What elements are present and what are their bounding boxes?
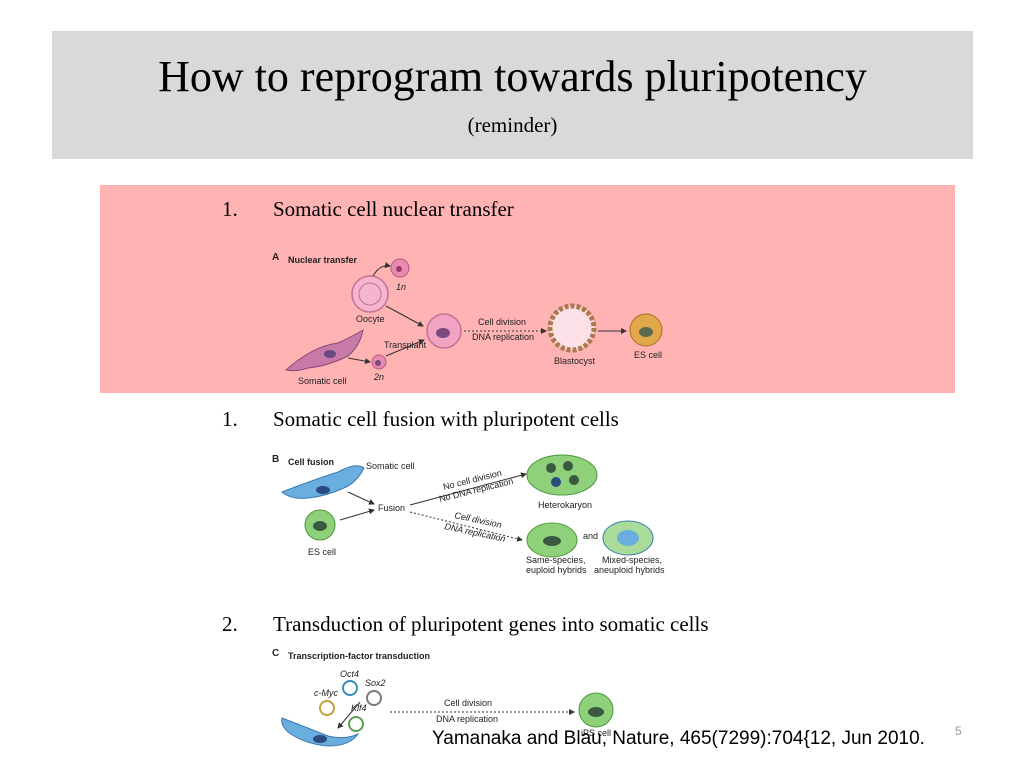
label-cell-division: Cell division (478, 317, 526, 327)
nucleus-icon (313, 521, 327, 531)
heterokaryon-cell (526, 454, 598, 496)
nuclear-transfer-figure: A Nuclear transfer 1n Oocyte Transplant … (272, 252, 663, 386)
plasmid-icon (348, 716, 364, 732)
label-dna-replication: DNA replication (436, 714, 498, 724)
label-heterokaryon: Heterokaryon (538, 500, 592, 510)
label-somatic-cell: Somatic cell (298, 376, 347, 386)
label-dna-replication: DNA replication (472, 332, 534, 342)
nucleus-icon (563, 461, 573, 471)
nucleus-icon (375, 360, 381, 366)
title-bar (52, 31, 973, 159)
somatic-cell (281, 717, 360, 747)
arrow-icon (372, 262, 391, 277)
nucleus-icon (617, 530, 639, 546)
figure-c-letter: C (272, 648, 279, 659)
transduction-figure: C Transcription-factor transduction Oct4… (272, 648, 614, 747)
cell-fusion-figure: B Cell fusion Somatic cell ES cell Fusio… (272, 454, 665, 575)
label-same-species-2: euploid hybrids (526, 565, 587, 575)
arrow-icon (409, 472, 527, 506)
label-es-cell: ES cell (634, 350, 662, 360)
label-ips-cell: iPS cell (581, 728, 611, 738)
nucleus-icon (324, 350, 336, 358)
dotted-arrow-icon (409, 511, 523, 542)
nucleus-icon (436, 328, 450, 338)
citation: Yamanaka and Blau, Nature, 465(7299):704… (432, 728, 925, 749)
highlight-box (100, 185, 955, 393)
nucleus-icon (396, 266, 402, 272)
nucleus-icon (551, 477, 561, 487)
figure-b-heading: Cell fusion (288, 457, 334, 467)
slide-number: 5 (955, 724, 962, 738)
item-text: Transduction of pluripotent genes into s… (273, 612, 709, 636)
label-oct4: Oct4 (340, 669, 359, 679)
label-and: and (583, 531, 598, 541)
label-1n: 1n (396, 282, 406, 292)
blastocyst (547, 303, 597, 353)
plasmid-icon (366, 690, 382, 706)
plasmid-icon (319, 700, 335, 716)
oocyte-inner (358, 282, 382, 306)
item-text: Somatic cell fusion with pluripotent cel… (273, 407, 619, 431)
arrow-icon (385, 339, 425, 357)
label-es-cell: ES cell (308, 547, 336, 557)
somatic-cell (284, 328, 364, 372)
arrow-icon (347, 357, 371, 365)
plasmid-icon (342, 680, 358, 696)
label-somatic-cell: Somatic cell (366, 461, 415, 471)
arrow-icon (339, 508, 375, 521)
nucleus-icon (569, 475, 579, 485)
item-number: 2. (222, 612, 238, 636)
oocyte-cell (351, 275, 389, 313)
nucleus-icon (316, 486, 330, 494)
nucleus-icon (639, 327, 653, 337)
somatic-cell (281, 465, 365, 499)
slide-title: How to reprogram towards pluripotency (158, 52, 867, 101)
label-transplant: Transplant (384, 340, 427, 350)
nucleus-icon (543, 536, 561, 546)
item-text: Somatic cell nuclear transfer (273, 197, 514, 221)
figure-a-letter: A (272, 252, 279, 263)
label-sox2: Sox2 (365, 678, 386, 688)
label-2n: 2n (373, 372, 384, 382)
label-klf4: Klf4 (351, 703, 367, 713)
nucleus-icon (313, 735, 327, 743)
label-mixed-species-1: Mixed-species, (602, 555, 662, 565)
arrow-icon (337, 701, 361, 729)
arrow-icon (385, 305, 424, 327)
label-fusion: Fusion (378, 503, 405, 513)
nucleus-icon (588, 707, 604, 717)
label-cell-division: Cell division (444, 698, 492, 708)
item-number: 1. (222, 197, 238, 221)
item-number: 1. (222, 407, 238, 431)
figure-c-heading: Transcription-factor transduction (288, 651, 430, 661)
arrow-icon (347, 491, 375, 505)
figure-a-heading: Nuclear transfer (288, 255, 358, 265)
figure-b-letter: B (272, 454, 279, 465)
label-same-species-1: Same-species, (526, 555, 586, 565)
label-mixed-species-2: aneuploid hybrids (594, 565, 665, 575)
nucleus-icon (546, 463, 556, 473)
label-blastocyst: Blastocyst (554, 356, 596, 366)
label-cmyc: c-Myc (314, 688, 338, 698)
label-oocyte: Oocyte (356, 314, 385, 324)
slide-subtitle: (reminder) (467, 113, 558, 137)
